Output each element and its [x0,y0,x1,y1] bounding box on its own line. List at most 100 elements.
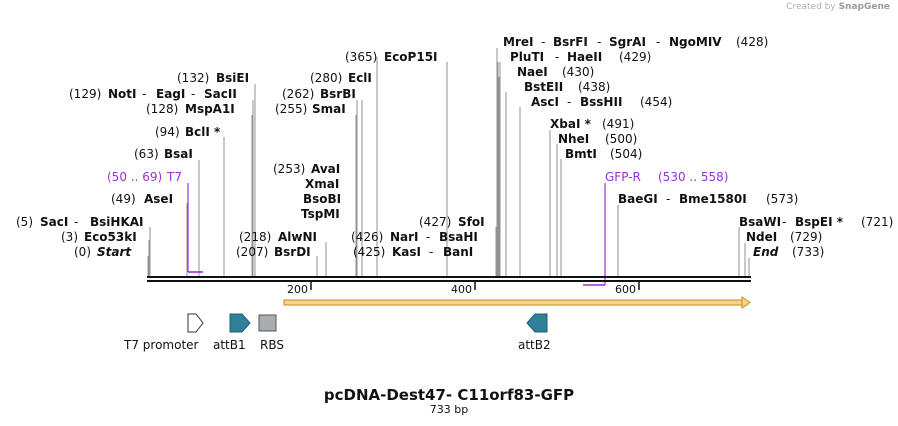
site-bsrbi-pos: (262) [282,87,314,101]
svg-text:-: - [555,50,559,64]
site-ndei-name: NdeI [746,230,777,244]
site-haeii-name: HaeII [567,50,602,64]
attb1-arrow [229,313,251,333]
primer-gfp-r-range: (530 .. 558) [658,170,728,184]
site-xbai-pos: (491) [602,117,634,131]
site-mrei-name: MreI [503,35,533,49]
site-nhei-pos: (500) [605,132,637,146]
site-bsshii-name: BssHII [580,95,622,109]
site-avai-pos: (253) [273,162,305,176]
site-ecop15i-pos: (365) [345,50,377,64]
site-bcli-pos: (94) [155,125,180,139]
primer-t7 [187,183,203,273]
site-sgrai-name: SgrAI [609,35,646,49]
feature-label-attb2: attB2 [518,338,551,352]
site-smai-name: SmaI [312,102,346,116]
svg-text:-: - [666,192,670,206]
site-alwni-name: AlwNI [278,230,317,244]
site-pluti-pos: (429) [619,50,651,64]
site-bsobi-name: BsoBI [303,192,341,206]
site-bme1580i-name: Bme1580I [679,192,747,206]
snapgene-credit: Created by SnapGene [786,2,890,12]
site-bsrdi-name: BsrDI [274,245,311,259]
primer-gfp-r [583,183,606,286]
svg-text:-: - [142,87,146,101]
site-eco53ki-pos: (3) [61,230,78,244]
site-end-name: End [753,245,779,259]
primer-t7-range: (50 .. 69) [107,170,162,184]
snapgene-logo-text: SnapGene [838,2,890,12]
site-avai-name: AvaI [311,162,340,176]
orf-arrow [283,296,751,309]
site-bsteii-name: BstEII [524,80,563,94]
credit-prefix: Created by [786,2,836,12]
site-end-pos: (733) [792,245,824,259]
site-ndei-pos: (729) [790,230,822,244]
site-asei-name: AseI [144,192,173,206]
site-leader-lines [147,48,750,276]
site-nari-name: NarI [390,230,419,244]
ruler: 200 400 600 [287,281,640,296]
site-saci-name: SacI [40,215,68,229]
site-ngomiv-name: NgoMIV [669,35,722,49]
site-bsawi-pos: (721) [861,215,893,229]
site-smai-pos: (255) [275,102,307,116]
site-bsai-name: BsaI [164,147,193,161]
site-start-pos: (0) [74,245,91,259]
svg-text:-: - [191,87,195,101]
site-sfoi-name: SfoI [458,215,485,229]
site-bsai-pos: (63) [134,147,159,161]
site-start-name: Start [97,245,132,259]
sequence-length: 733 bp [429,403,469,416]
site-nari-pos: (426) [351,230,383,244]
site-noti-pos: (129) [69,87,101,101]
site-ecli-pos: (280) [310,71,342,85]
site-mspa1i-pos: (128) [146,102,178,116]
tick-label-400: 400 [451,283,472,296]
site-pluti-name: PluTI [510,50,544,64]
site-naei-name: NaeI [517,65,548,79]
site-sfoi-pos: (427) [419,215,451,229]
feature-label-t7-promoter: T7 promoter [123,338,199,352]
site-sacii-name: SacII [204,87,237,101]
svg-text:-: - [567,95,571,109]
site-bcli-name: BclI * [185,125,221,139]
tick-label-600: 600 [615,283,636,296]
site-noti-name: NotI [108,87,137,101]
svg-text:-: - [541,35,545,49]
svg-text:-: - [426,230,430,244]
site-bsahi-name: BsaHI [439,230,478,244]
primer-t7-name: T7 [166,170,182,184]
site-ecli-name: EclI [348,71,372,85]
site-baegi-pos: (573) [766,192,798,206]
site-xbai-name: XbaI * [550,117,592,131]
svg-text:-: - [429,245,433,259]
site-nhei-name: NheI [558,132,589,146]
site-bmti-pos: (504) [610,147,642,161]
primer-gfp-r-name: GFP-R [605,170,641,184]
site-bsteii-pos: (438) [578,80,610,94]
feature-label-rbs: RBS [260,338,284,352]
site-baegi-name: BaeGI [618,192,658,206]
site-bani-name: BanI [443,245,473,259]
site-bmti-name: BmtI [565,147,597,161]
site-xmai-name: XmaI [305,177,339,191]
site-tspmi-name: TspMI [301,207,340,221]
site-naei-pos: (430) [562,65,594,79]
site-asci-pos: (454) [640,95,672,109]
site-mrei-pos: (428) [736,35,768,49]
svg-text:-: - [74,215,78,229]
site-asei-pos: (49) [111,192,136,206]
site-bsrfi-name: BsrFI [553,35,588,49]
feature-label-attb1: attB1 [213,338,246,352]
site-mspa1i-name: MspA1I [185,102,235,116]
site-bsrbi-name: BsrBI [320,87,356,101]
site-saci-pos: (5) [16,215,33,229]
site-eagi-name: EagI [156,87,185,101]
t7-promoter-arrow [187,313,204,333]
site-alwni-pos: (218) [239,230,271,244]
site-bsiei-name: BsiEI [216,71,249,85]
site-eco53ki-name: Eco53kI [84,230,137,244]
site-bsawi-name: BsaWI [739,215,781,229]
rbs-box [258,314,277,332]
